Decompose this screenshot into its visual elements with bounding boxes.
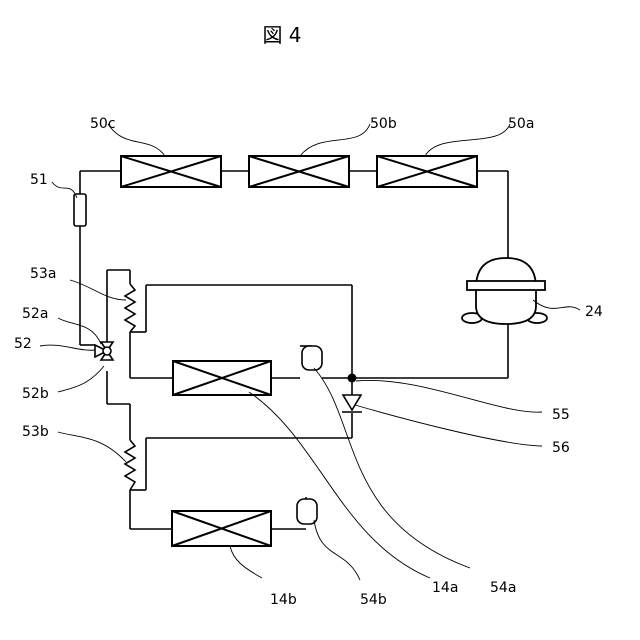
label-50a: 50a	[508, 116, 534, 132]
label-50b: 50b	[370, 116, 397, 132]
heat-exchanger-50b	[249, 156, 349, 187]
heat-exchanger-50c	[121, 156, 221, 187]
label-56: 56	[552, 440, 570, 456]
label-53a: 53a	[30, 266, 56, 282]
label-24: 24	[585, 304, 603, 320]
label-55: 55	[552, 407, 570, 423]
heat-exchanger-50a	[377, 156, 477, 187]
label-50c: 50c	[90, 116, 116, 132]
dryer-51	[74, 194, 86, 226]
capillary-53b	[125, 440, 135, 490]
label-14b: 14b	[270, 592, 297, 608]
label-52a: 52a	[22, 306, 48, 322]
label-51: 51	[30, 172, 48, 188]
label-14a: 14a	[432, 580, 458, 596]
compressor-24	[462, 258, 547, 324]
label-54b: 54b	[360, 592, 387, 608]
capillary-53a	[125, 284, 135, 332]
figure-title: 図 4	[262, 23, 301, 47]
piping	[80, 171, 508, 529]
label-52: 52	[14, 336, 32, 352]
label-54a: 54a	[490, 580, 516, 596]
evaporator-14b	[172, 511, 271, 546]
check-valve-56	[342, 395, 362, 412]
three-way-valve-52	[95, 342, 113, 360]
accumulator-54a	[302, 346, 322, 370]
label-52b: 52b	[22, 386, 49, 402]
label-53b: 53b	[22, 424, 49, 440]
evaporator-14a	[173, 361, 271, 395]
junction-55	[348, 374, 357, 383]
